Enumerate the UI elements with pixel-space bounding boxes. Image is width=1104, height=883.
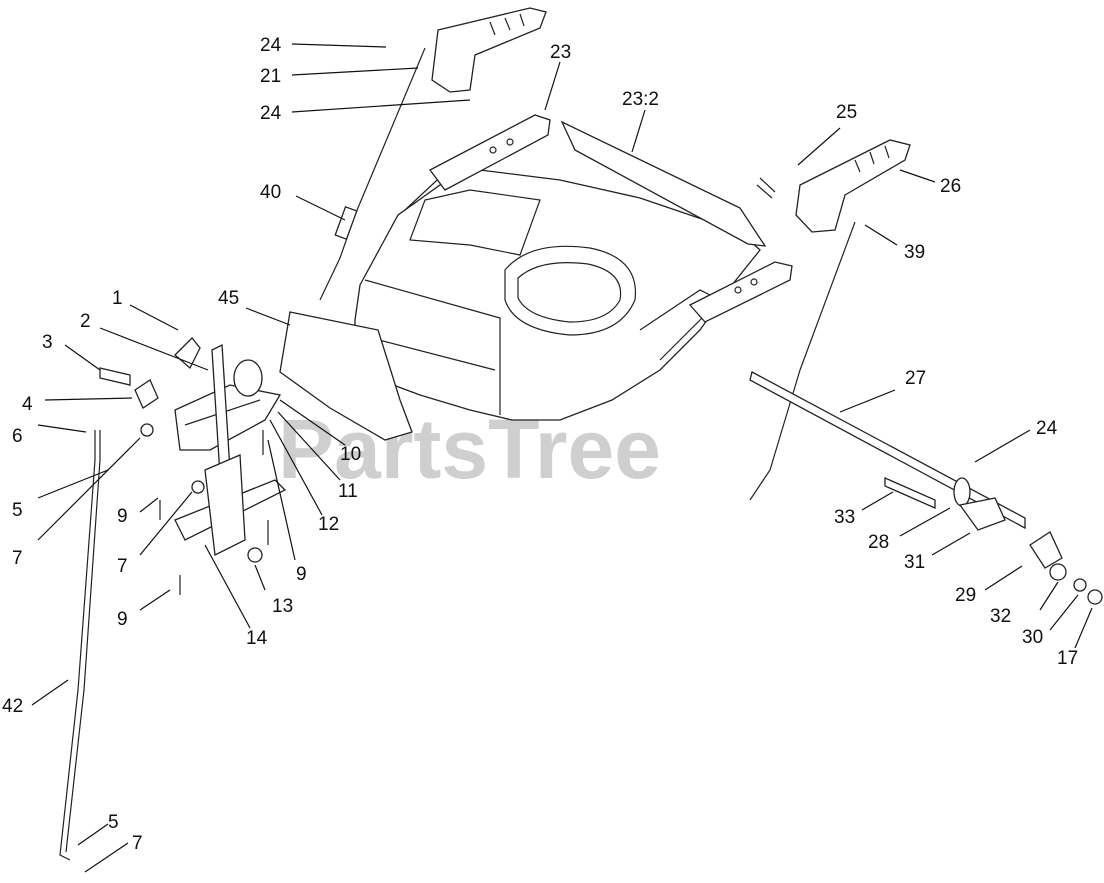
callout-label: 33 xyxy=(834,507,855,528)
callout-label: 24 xyxy=(260,103,282,124)
callout-label: 6 xyxy=(12,426,23,447)
callout-label: 7 xyxy=(117,556,128,577)
callout-label: 1 xyxy=(112,288,123,309)
callout-label: 45 xyxy=(218,288,239,309)
leader-lines xyxy=(31,43,1093,873)
callout-label: 40 xyxy=(260,182,281,203)
callout-label: 30 xyxy=(1022,627,1043,648)
callout-label: 25 xyxy=(836,102,857,123)
left-grip xyxy=(431,7,547,93)
shaft-assembly xyxy=(749,371,1103,605)
callout-label: 31 xyxy=(904,552,925,573)
callout-label: 7 xyxy=(12,548,23,569)
callout-label: 10 xyxy=(340,444,361,465)
callout-label: 23:2 xyxy=(622,89,659,110)
callout-label: 29 xyxy=(955,585,976,606)
watermark-text: PartsTree xyxy=(278,402,661,496)
callout-label: 42 xyxy=(2,696,23,717)
callout-label: 3 xyxy=(42,332,53,353)
callout-label: 9 xyxy=(296,564,307,585)
callout-label: 5 xyxy=(108,812,119,833)
callout-label: 7 xyxy=(132,833,143,854)
callout-label: 5 xyxy=(12,500,23,521)
callout-labels: 24 21 24 23 23:2 25 26 39 40 45 1 2 3 4 … xyxy=(2,35,1078,854)
decal-plate xyxy=(279,311,413,441)
callout-label: 24 xyxy=(1036,418,1058,439)
callout-label: 9 xyxy=(117,506,128,527)
callout-label: 39 xyxy=(904,242,925,263)
shift-assembly xyxy=(99,337,287,595)
callout-label: 32 xyxy=(990,606,1011,627)
dash-panel xyxy=(354,114,793,421)
cable-right xyxy=(749,221,856,501)
callout-label: 27 xyxy=(905,368,926,389)
callout-label: 12 xyxy=(318,514,339,535)
callout-label: 11 xyxy=(338,481,358,502)
decal-strip xyxy=(560,120,767,247)
shift-rod xyxy=(59,430,96,861)
callout-label: 24 xyxy=(260,35,282,56)
callout-label: 4 xyxy=(22,394,33,415)
callout-label: 21 xyxy=(260,66,281,87)
callout-label: 23 xyxy=(550,42,571,63)
callout-label: 9 xyxy=(117,609,128,630)
callout-label: 28 xyxy=(868,532,889,553)
callout-label: 2 xyxy=(80,311,91,332)
callout-label: 14 xyxy=(246,628,268,649)
callout-label: 26 xyxy=(940,176,961,197)
callout-label: 13 xyxy=(272,596,293,617)
callout-label: 17 xyxy=(1057,648,1078,669)
right-grip xyxy=(795,139,911,233)
